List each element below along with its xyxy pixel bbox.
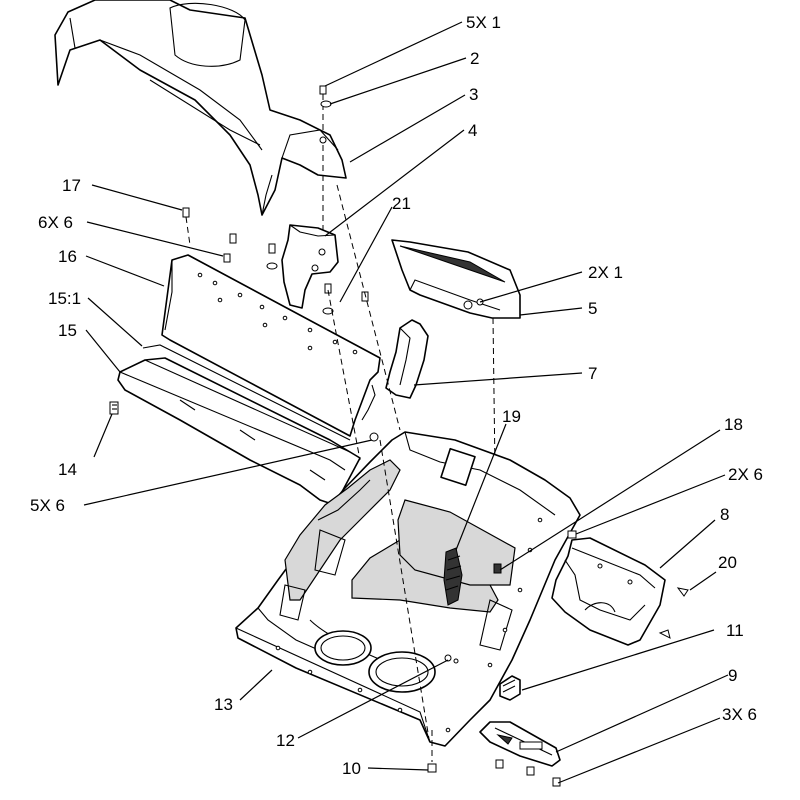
part-20-clip <box>658 587 689 639</box>
callout-5x6: 5X 6 <box>30 496 65 515</box>
callout-15-1: 15:1 <box>48 289 81 308</box>
callout-21: 21 <box>392 194 411 213</box>
callout-16: 16 <box>58 247 77 266</box>
callout-2x6: 2X 6 <box>728 465 763 484</box>
callout-13: 13 <box>214 695 233 714</box>
callout-5x1: 5X 1 <box>466 13 501 32</box>
part-14-bolt <box>109 401 119 415</box>
part-11-latch <box>499 675 521 701</box>
part-13-main-housing <box>235 431 581 747</box>
alignment-lines <box>336 184 431 746</box>
part-8-side-panel <box>551 537 666 646</box>
callout-12: 12 <box>276 731 295 750</box>
callout-3: 3 <box>469 85 478 104</box>
part-19-grille <box>443 547 463 606</box>
callout-7: 7 <box>588 364 597 383</box>
callout-18: 18 <box>724 415 743 434</box>
part-2-washer <box>320 100 332 108</box>
callout-9: 9 <box>728 666 737 685</box>
part-12-fastener <box>444 654 459 664</box>
part-15-1-strip <box>142 344 351 441</box>
leader-lines <box>83 21 729 784</box>
part-6-nut <box>223 233 369 315</box>
part-1-screw <box>319 85 327 130</box>
callout-3x6: 3X 6 <box>722 705 757 724</box>
callout-labels: 5X 1 2 3 4 17 21 6X 6 16 2X 1 5 15:1 15 … <box>30 13 763 778</box>
callout-11: 11 <box>726 621 744 640</box>
callout-19: 19 <box>502 407 521 426</box>
callout-6x6: 6X 6 <box>38 213 73 232</box>
callout-8: 8 <box>720 505 729 524</box>
callout-20: 20 <box>718 553 737 572</box>
callout-2: 2 <box>470 49 479 68</box>
part-3-upper-housing <box>54 0 347 216</box>
part-9-handle <box>479 721 561 787</box>
part-7-bracket <box>385 319 429 399</box>
part-17-screw <box>182 207 191 246</box>
part-15-scraper-bar <box>117 357 361 506</box>
callout-10: 10 <box>342 759 361 778</box>
callout-4: 4 <box>468 121 477 140</box>
part-10-nut <box>427 730 437 773</box>
callout-5: 5 <box>588 299 597 318</box>
callout-15: 15 <box>58 321 77 340</box>
callout-17: 17 <box>62 176 81 195</box>
part-16-plate <box>161 254 381 437</box>
part-5-cover-plate <box>391 239 521 471</box>
callout-2x1: 2X 1 <box>588 263 623 282</box>
callout-14: 14 <box>58 460 77 479</box>
part-18-nut <box>493 530 577 574</box>
part-4-bracket <box>281 145 339 309</box>
part-21-fastener <box>327 289 379 461</box>
